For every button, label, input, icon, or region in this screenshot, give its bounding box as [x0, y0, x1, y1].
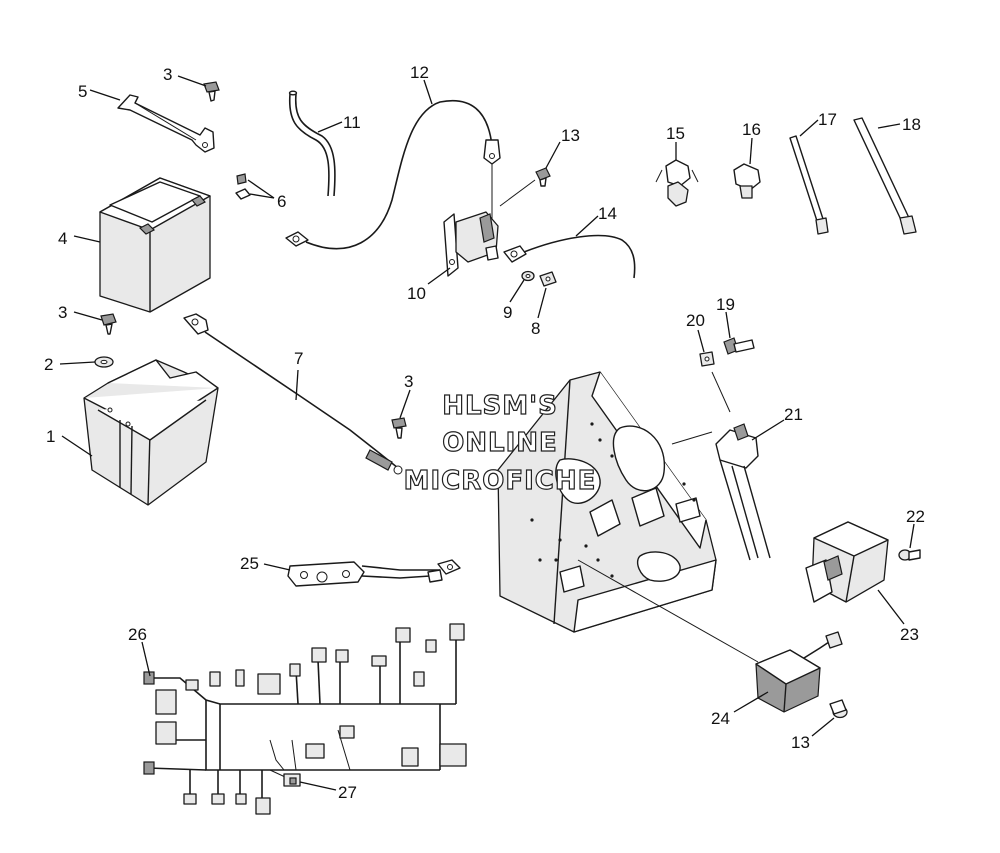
- callout-9: 9: [503, 303, 512, 322]
- callout-23: 23: [900, 625, 919, 644]
- callout-10: 10: [407, 284, 426, 303]
- regulator-bolt: [829, 699, 848, 719]
- solenoid-cable: [503, 234, 636, 279]
- callout-4: 4: [58, 229, 67, 248]
- screw-lower: [391, 417, 407, 439]
- callout-26: 26: [128, 625, 147, 644]
- mounting-bolt: [723, 337, 755, 355]
- callout-18: 18: [902, 115, 921, 134]
- washer-small: [521, 270, 535, 282]
- callout-13: 13: [561, 126, 580, 145]
- callout-13-lower: 13: [791, 733, 810, 752]
- callout-5: 5: [78, 82, 87, 101]
- callout-19: 19: [716, 295, 735, 314]
- callout-3-middle: 3: [58, 303, 67, 322]
- watermark-line-1: HLSM'S: [442, 391, 558, 421]
- screw-right: [898, 549, 921, 561]
- leader-lines: [59, 75, 915, 791]
- watermark-line-2: ONLINE: [442, 428, 558, 458]
- terminal-bolt-and-nut: [235, 173, 251, 200]
- callout-20: 20: [686, 311, 705, 330]
- callout-16: 16: [742, 120, 761, 139]
- wiring-harness: [143, 623, 467, 815]
- callout-11: 11: [343, 113, 361, 132]
- mounting-nut: [699, 351, 715, 367]
- callout-22: 22: [906, 507, 925, 526]
- nut: [539, 271, 557, 287]
- wire-clip: [655, 159, 699, 207]
- starter-cable: [285, 100, 501, 250]
- callout-1: 1: [46, 427, 55, 446]
- sensor-assembly: [715, 423, 771, 561]
- callout-2: 2: [44, 355, 53, 374]
- watermark-line-3: MICROFICHE: [404, 466, 597, 496]
- callout-21: 21: [784, 405, 803, 424]
- mounting-bracket-plate: [497, 371, 717, 633]
- watermark: HLSM'S ONLINE MICROFICHE: [403, 390, 597, 496]
- battery-cable-negative: [183, 313, 403, 475]
- battery-box: [83, 359, 219, 506]
- callout-7: 7: [294, 349, 303, 368]
- callout-labels: 3 5 11 12 13 15 16 17 18 6 4 14 10 9 8 3…: [44, 63, 925, 802]
- callout-3: 3: [163, 65, 172, 84]
- callout-27: 27: [338, 783, 357, 802]
- battery-hold-down-strap: [117, 94, 215, 153]
- screw-top: [203, 81, 220, 102]
- callout-3-lower: 3: [404, 372, 413, 391]
- callout-25: 25: [240, 554, 259, 573]
- vent-tube: [288, 90, 336, 197]
- callout-6: 6: [277, 192, 286, 211]
- cable-tie-long: [853, 117, 917, 235]
- harness-clamp: [733, 163, 761, 199]
- washer: [94, 356, 114, 368]
- battery: [99, 177, 211, 313]
- screw-middle: [100, 313, 117, 335]
- callout-17: 17: [818, 110, 837, 129]
- ground-cable-assembly: [287, 559, 461, 587]
- starter-solenoid: [443, 211, 499, 277]
- voltage-regulator: [755, 631, 843, 713]
- callout-24: 24: [711, 709, 730, 728]
- callout-12: 12: [410, 63, 429, 82]
- control-module: [805, 521, 889, 603]
- callout-15: 15: [666, 124, 685, 143]
- callout-8: 8: [531, 319, 540, 338]
- callout-14: 14: [598, 204, 617, 223]
- cable-tie-short: [789, 135, 829, 235]
- solenoid-bolt: [499, 167, 551, 207]
